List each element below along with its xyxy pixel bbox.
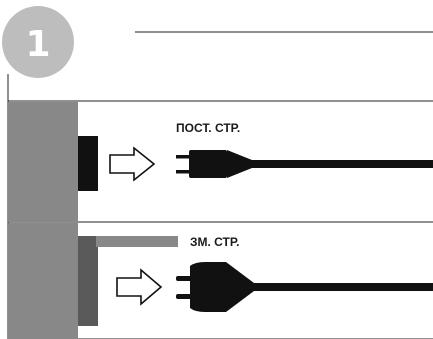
label-leader — [96, 236, 178, 247]
dc-cable — [250, 160, 433, 168]
step-number: 1 — [25, 24, 50, 65]
dc-socket — [78, 136, 98, 191]
dc-label: ПОСТ. СТР. — [176, 121, 240, 135]
ac-label: ЗМ. СТР. — [190, 235, 239, 249]
device-panel-ac — [8, 223, 78, 339]
device-panel-dc — [8, 102, 78, 222]
row-dc: ПОСТ. СТР. — [8, 102, 433, 222]
ac-plug-icon — [176, 262, 254, 312]
ac-cable — [252, 283, 433, 291]
dc-plug-icon — [176, 150, 252, 178]
step-badge: 1 — [2, 6, 74, 78]
row-ac: ЗМ. СТР. — [8, 223, 433, 339]
outline-arrow-right-icon — [109, 146, 156, 182]
step-badge-circle — [2, 6, 74, 78]
outline-arrow-right-icon — [116, 268, 163, 306]
ac-socket-block — [78, 236, 98, 326]
